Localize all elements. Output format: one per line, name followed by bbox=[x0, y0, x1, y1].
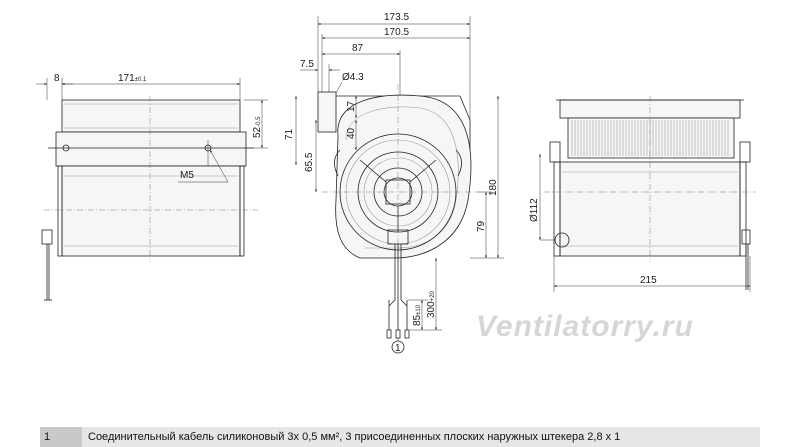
callout-number: 1 bbox=[395, 343, 401, 354]
legend-row: 1 Соединительный кабель силиконовый 3х 0… bbox=[40, 427, 760, 447]
center-front-view: 173.5 170.5 87 7.5 Ø4.3 bbox=[284, 12, 504, 354]
legend-number: 1 bbox=[40, 427, 82, 447]
dim-v71: 71 bbox=[284, 128, 295, 140]
dim-v65: 65.5 bbox=[304, 152, 315, 172]
dim-left-length: 171±0.1 bbox=[118, 73, 147, 84]
dim-top-half: 87 bbox=[352, 43, 364, 54]
dim-thread: M5 bbox=[180, 170, 194, 181]
dim-diameter: Ø112 bbox=[529, 198, 540, 222]
left-side-view: 8 171±0.1 52-0.5 M5 bbox=[36, 73, 268, 301]
dim-cable: 300+20 bbox=[426, 290, 437, 318]
dim-edge: 7.5 bbox=[300, 59, 314, 70]
dim-hole: Ø4.3 bbox=[342, 72, 364, 83]
dim-left-width: 8 bbox=[54, 73, 60, 84]
dim-v180: 180 bbox=[488, 179, 499, 196]
dim-v40: 40 bbox=[346, 127, 357, 139]
dim-strip: 85±10 bbox=[412, 304, 423, 326]
dim-left-height: 52-0.5 bbox=[252, 116, 263, 138]
right-side-view: Ø112 215 bbox=[529, 96, 756, 292]
watermark: Ventilatorry.ru bbox=[476, 310, 694, 343]
dim-v17: 17 bbox=[346, 100, 357, 112]
dim-top-total: 173.5 bbox=[384, 12, 409, 23]
legend-text: Соединительный кабель силиконовый 3х 0,5… bbox=[88, 431, 621, 443]
technical-drawing: 8 171±0.1 52-0.5 M5 bbox=[36, 12, 756, 354]
dim-width: 215 bbox=[640, 275, 657, 286]
dim-v79: 79 bbox=[476, 220, 487, 232]
dim-top-inner: 170.5 bbox=[384, 27, 409, 38]
